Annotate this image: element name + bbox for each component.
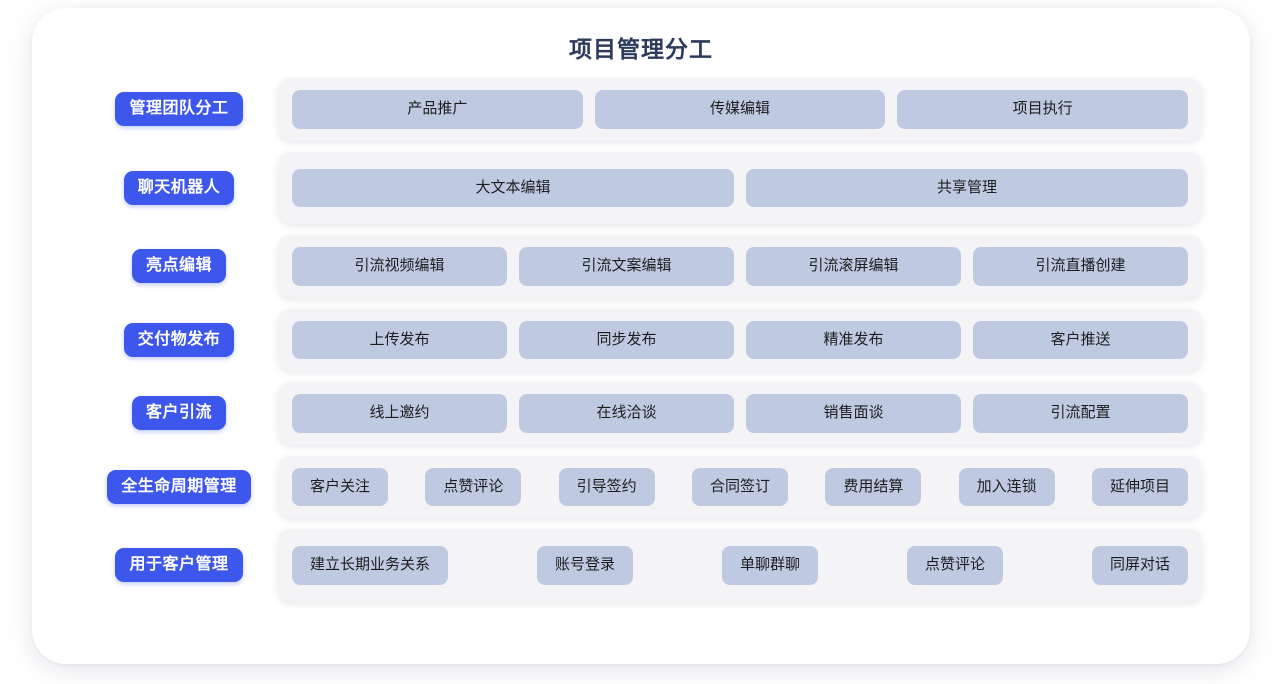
row-label-badge[interactable]: 交付物发布 [123,322,235,357]
task-chip[interactable]: 线上邀约 [292,394,507,433]
task-chip[interactable]: 同屏对话 [1091,546,1188,585]
task-chip[interactable]: 点赞评论 [425,467,522,506]
row-panel: 建立长期业务关系 账号登录 单聊群聊 点赞评论 同屏对话 [278,529,1202,602]
task-chip[interactable]: 在线洽谈 [519,394,734,433]
task-chip[interactable]: 引流视频编辑 [292,247,507,286]
diagram-row: 用于客户管理 建立长期业务关系 账号登录 单聊群聊 点赞评论 同屏对话 [80,529,1202,602]
task-chip[interactable]: 上传发布 [292,320,507,359]
task-chip[interactable]: 产品推广 [292,90,583,129]
task-chip[interactable]: 精准发布 [746,320,961,359]
row-panel: 线上邀约在线洽谈销售面谈引流配置 [278,382,1202,445]
row-label-badge[interactable]: 管理团队分工 [115,92,243,127]
task-chip[interactable]: 单聊群聊 [721,546,818,585]
task-chip[interactable]: 共享管理 [746,168,1188,207]
row-label-badge[interactable]: 用于客户管理 [115,548,243,583]
task-chip[interactable]: 点赞评论 [906,546,1003,585]
diagram-row: 亮点编辑 引流视频编辑引流文案编辑引流滚屏编辑引流直播创建 [80,235,1202,298]
task-chip[interactable]: 引流配置 [973,394,1188,433]
row-label-container: 亮点编辑 [80,249,278,284]
row-panel: 客户关注点赞评论引导签约合同签订费用结算加入连锁延伸项目 [278,455,1202,518]
row-label-container: 交付物发布 [80,322,278,357]
task-chip[interactable]: 合同签订 [691,467,788,506]
row-label-badge[interactable]: 聊天机器人 [123,170,235,205]
row-label-container: 聊天机器人 [80,170,278,205]
task-chip[interactable]: 引流滚屏编辑 [746,247,961,286]
task-chip[interactable]: 客户关注 [292,467,389,506]
row-panel: 引流视频编辑引流文案编辑引流滚屏编辑引流直播创建 [278,235,1202,298]
task-chip[interactable]: 销售面谈 [746,394,961,433]
task-chip[interactable]: 同步发布 [519,320,734,359]
page-title: 项目管理分工 [569,36,713,62]
task-chip[interactable]: 账号登录 [536,546,633,585]
row-label-badge[interactable]: 亮点编辑 [131,249,226,284]
task-chip[interactable]: 引流文案编辑 [519,247,734,286]
task-chip[interactable]: 延伸项目 [1091,467,1188,506]
diagram-row: 交付物发布 上传发布同步发布精准发布客户推送 [80,308,1202,371]
diagram-row: 聊天机器人 大文本编辑共享管理 [80,151,1202,224]
diagram-card: 项目管理分工 管理团队分工产品推广传媒编辑项目执行聊天机器人大文本编辑共享管理亮… [32,8,1250,664]
task-chip[interactable]: 引流直播创建 [973,247,1188,286]
row-panel: 上传发布同步发布精准发布客户推送 [278,308,1202,371]
diagram-row: 客户引流 线上邀约在线洽谈销售面谈引流配置 [80,382,1202,445]
row-label-container: 全生命周期管理 [80,469,278,504]
task-chip[interactable]: 引导签约 [558,467,655,506]
row-label-container: 用于客户管理 [80,548,278,583]
row-label-badge[interactable]: 全生命周期管理 [107,469,251,504]
task-chip[interactable]: 项目执行 [897,90,1189,129]
task-chip[interactable]: 费用结算 [825,467,922,506]
diagram-row: 管理团队分工产品推广传媒编辑项目执行 [80,78,1202,141]
row-label-container: 管理团队分工 [80,92,278,127]
row-label-container: 客户引流 [80,396,278,431]
task-chip[interactable]: 传媒编辑 [594,90,886,129]
row-panel: 大文本编辑共享管理 [278,151,1202,224]
task-chip[interactable]: 大文本编辑 [292,168,734,207]
diagram-row: 全生命周期管理客户关注点赞评论引导签约合同签订费用结算加入连锁延伸项目 [80,455,1202,518]
row-label-badge[interactable]: 客户引流 [131,396,226,431]
task-chip[interactable]: 加入连锁 [958,467,1055,506]
task-chip[interactable]: 客户推送 [973,320,1188,359]
rows-container: 管理团队分工产品推广传媒编辑项目执行聊天机器人大文本编辑共享管理亮点编辑引流视频… [80,78,1202,613]
row-panel: 产品推广传媒编辑项目执行 [278,78,1202,141]
task-chip[interactable]: 建立长期业务关系 [292,546,449,585]
